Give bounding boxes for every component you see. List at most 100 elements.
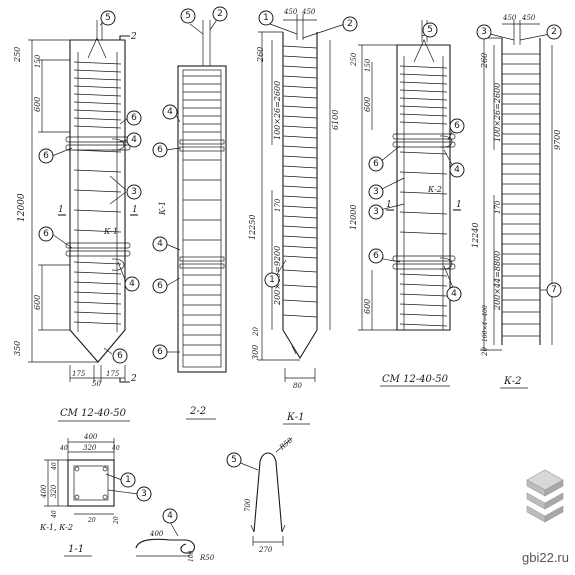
k1-dim-450-right: 450: [301, 8, 316, 16]
detail-4-dim-100: 100: [188, 550, 195, 562]
cage-k2-view: [480, 20, 553, 351]
cm-right-dim-12000: 12000: [349, 205, 358, 230]
callout-3-section11: 3: [136, 486, 152, 502]
callout-6-cm-left-d: 6: [112, 348, 128, 364]
svg-text:2: 2: [347, 19, 353, 29]
svg-text:4: 4: [129, 279, 135, 289]
section-1-1-dimensions: 400 40 320 40 40 320 400 40 20 20 К-1, К…: [39, 433, 120, 532]
s11-dim-40-a: 40: [59, 445, 68, 452]
k2-dim-20: 20: [481, 347, 489, 357]
dim-350: 350: [13, 341, 22, 356]
section-mark-2-top: 2: [130, 32, 137, 42]
svg-text:6: 6: [157, 145, 163, 155]
svg-text:5: 5: [185, 11, 191, 21]
section-1-1-title: 1-1: [68, 544, 84, 555]
callout-5-section22: 5: [180, 8, 196, 24]
svg-text:5: 5: [427, 25, 433, 35]
svg-text:4: 4: [454, 165, 460, 175]
callout-2-k1: 2: [342, 16, 358, 32]
svg-text:6: 6: [157, 347, 163, 357]
k1-dim-300: 300: [251, 345, 260, 360]
svg-text:6: 6: [117, 351, 123, 361]
callout-3-k2: 3: [476, 24, 492, 40]
callout-4-cm-right-b: 4: [446, 286, 462, 302]
cm-left-k1-label: К-1: [103, 227, 118, 236]
section-mark-1-left: 1: [58, 205, 64, 215]
svg-text:4: 4: [167, 107, 173, 117]
svg-text:6: 6: [454, 121, 460, 131]
callout-1-k1-top: 1: [258, 10, 274, 26]
section-2-2-title: 2-2: [189, 406, 206, 417]
k2-dim-450-left: 450: [502, 14, 517, 22]
s11-dim-400-top: 400: [83, 433, 98, 441]
svg-text:6: 6: [373, 251, 379, 261]
k2-title: К-2: [503, 376, 521, 387]
detail-5-dim-700: 700: [244, 498, 252, 512]
callout-5-cm-right: 5: [422, 22, 438, 38]
cm-right-dimensions: 250 150 600 12000 600 1 1 К-2: [349, 52, 462, 314]
svg-text:6: 6: [43, 229, 49, 239]
callout-1-k1-mid: 1: [264, 272, 280, 288]
svg-text:4: 4: [131, 135, 137, 145]
svg-text:5: 5: [231, 455, 237, 465]
dim-50: 50: [92, 380, 101, 388]
k1-title: К-1: [286, 412, 304, 423]
s11-dim-320-left: 320: [50, 484, 58, 498]
callout-4-cm-right-a: 4: [449, 162, 465, 178]
k2-dim-450-right: 450: [521, 14, 536, 22]
k2-stirrups: [502, 53, 540, 337]
k2-dim-170: 170: [494, 200, 502, 214]
detail-pos-5: R50 700 270: [244, 436, 295, 554]
k1-dim-6100: 6100: [331, 110, 340, 130]
k1-dim-260: 260: [256, 47, 265, 63]
callout-4-detail: 4: [162, 508, 178, 524]
section-2-2-stirrups: [183, 75, 221, 356]
callout-6-section22-c: 6: [152, 344, 168, 360]
svg-text:7: 7: [551, 285, 557, 295]
svg-text:6: 6: [157, 281, 163, 291]
s11-dim-400-left: 400: [40, 484, 48, 499]
leader-lines: [51, 17, 551, 537]
svg-text:6: 6: [131, 113, 137, 123]
svg-text:4: 4: [157, 239, 163, 249]
callout-5-cm-left: 5: [100, 10, 116, 26]
dim-12000: 12000: [17, 193, 27, 222]
cm-right-dim-600-top: 600: [363, 97, 372, 112]
callout-6-cm-left-b: 6: [38, 148, 54, 164]
svg-text:3: 3: [481, 27, 487, 37]
brand-text[interactable]: gbi22.ru: [522, 550, 569, 565]
cm-right-title: СМ 12-40-50: [382, 374, 449, 385]
s11-dim-20-b: 20: [113, 516, 120, 525]
svg-text:2: 2: [551, 27, 557, 37]
svg-text:2: 2: [217, 9, 223, 19]
svg-text:3: 3: [131, 187, 137, 197]
cm-right-k2-label: К-2: [427, 185, 442, 194]
dim-150: 150: [34, 54, 42, 68]
svg-text:1: 1: [269, 275, 275, 285]
callout-3-cm-right-b: 3: [368, 204, 384, 220]
spiral-middle: [73, 149, 122, 233]
callout-4-section22-a: 4: [162, 104, 178, 120]
callout-1-section11: 1: [120, 472, 136, 488]
k1-dim-450-left: 450: [283, 8, 298, 16]
pile-cm-right: [358, 20, 461, 331]
dim-175-left: 175: [72, 370, 86, 378]
k1-dim-170: 170: [274, 198, 282, 212]
k1-dim-12250: 12250: [248, 215, 257, 240]
section-2-2-view: К-1: [158, 20, 227, 373]
k1-dim-80: 80: [293, 382, 302, 390]
svg-text:4: 4: [451, 289, 457, 299]
s11-dim-40-b: 40: [111, 445, 120, 452]
cm-right-dim-150: 150: [364, 58, 372, 72]
k2-dim-400: 100×4=400: [482, 305, 489, 342]
callout-6-section22-b: 6: [152, 278, 168, 294]
detail-4-dim-r50: R50: [199, 554, 215, 562]
dim-175-right: 175: [106, 370, 120, 378]
s11-dim-20-a: 20: [87, 517, 96, 524]
svg-text:1: 1: [263, 13, 269, 23]
section-1-1-view: [44, 438, 115, 515]
cage-k1-view: [258, 14, 331, 382]
k2-dim-8800: 200×44=8800: [493, 251, 502, 311]
callout-4-cm-left-a: 4: [126, 132, 142, 148]
